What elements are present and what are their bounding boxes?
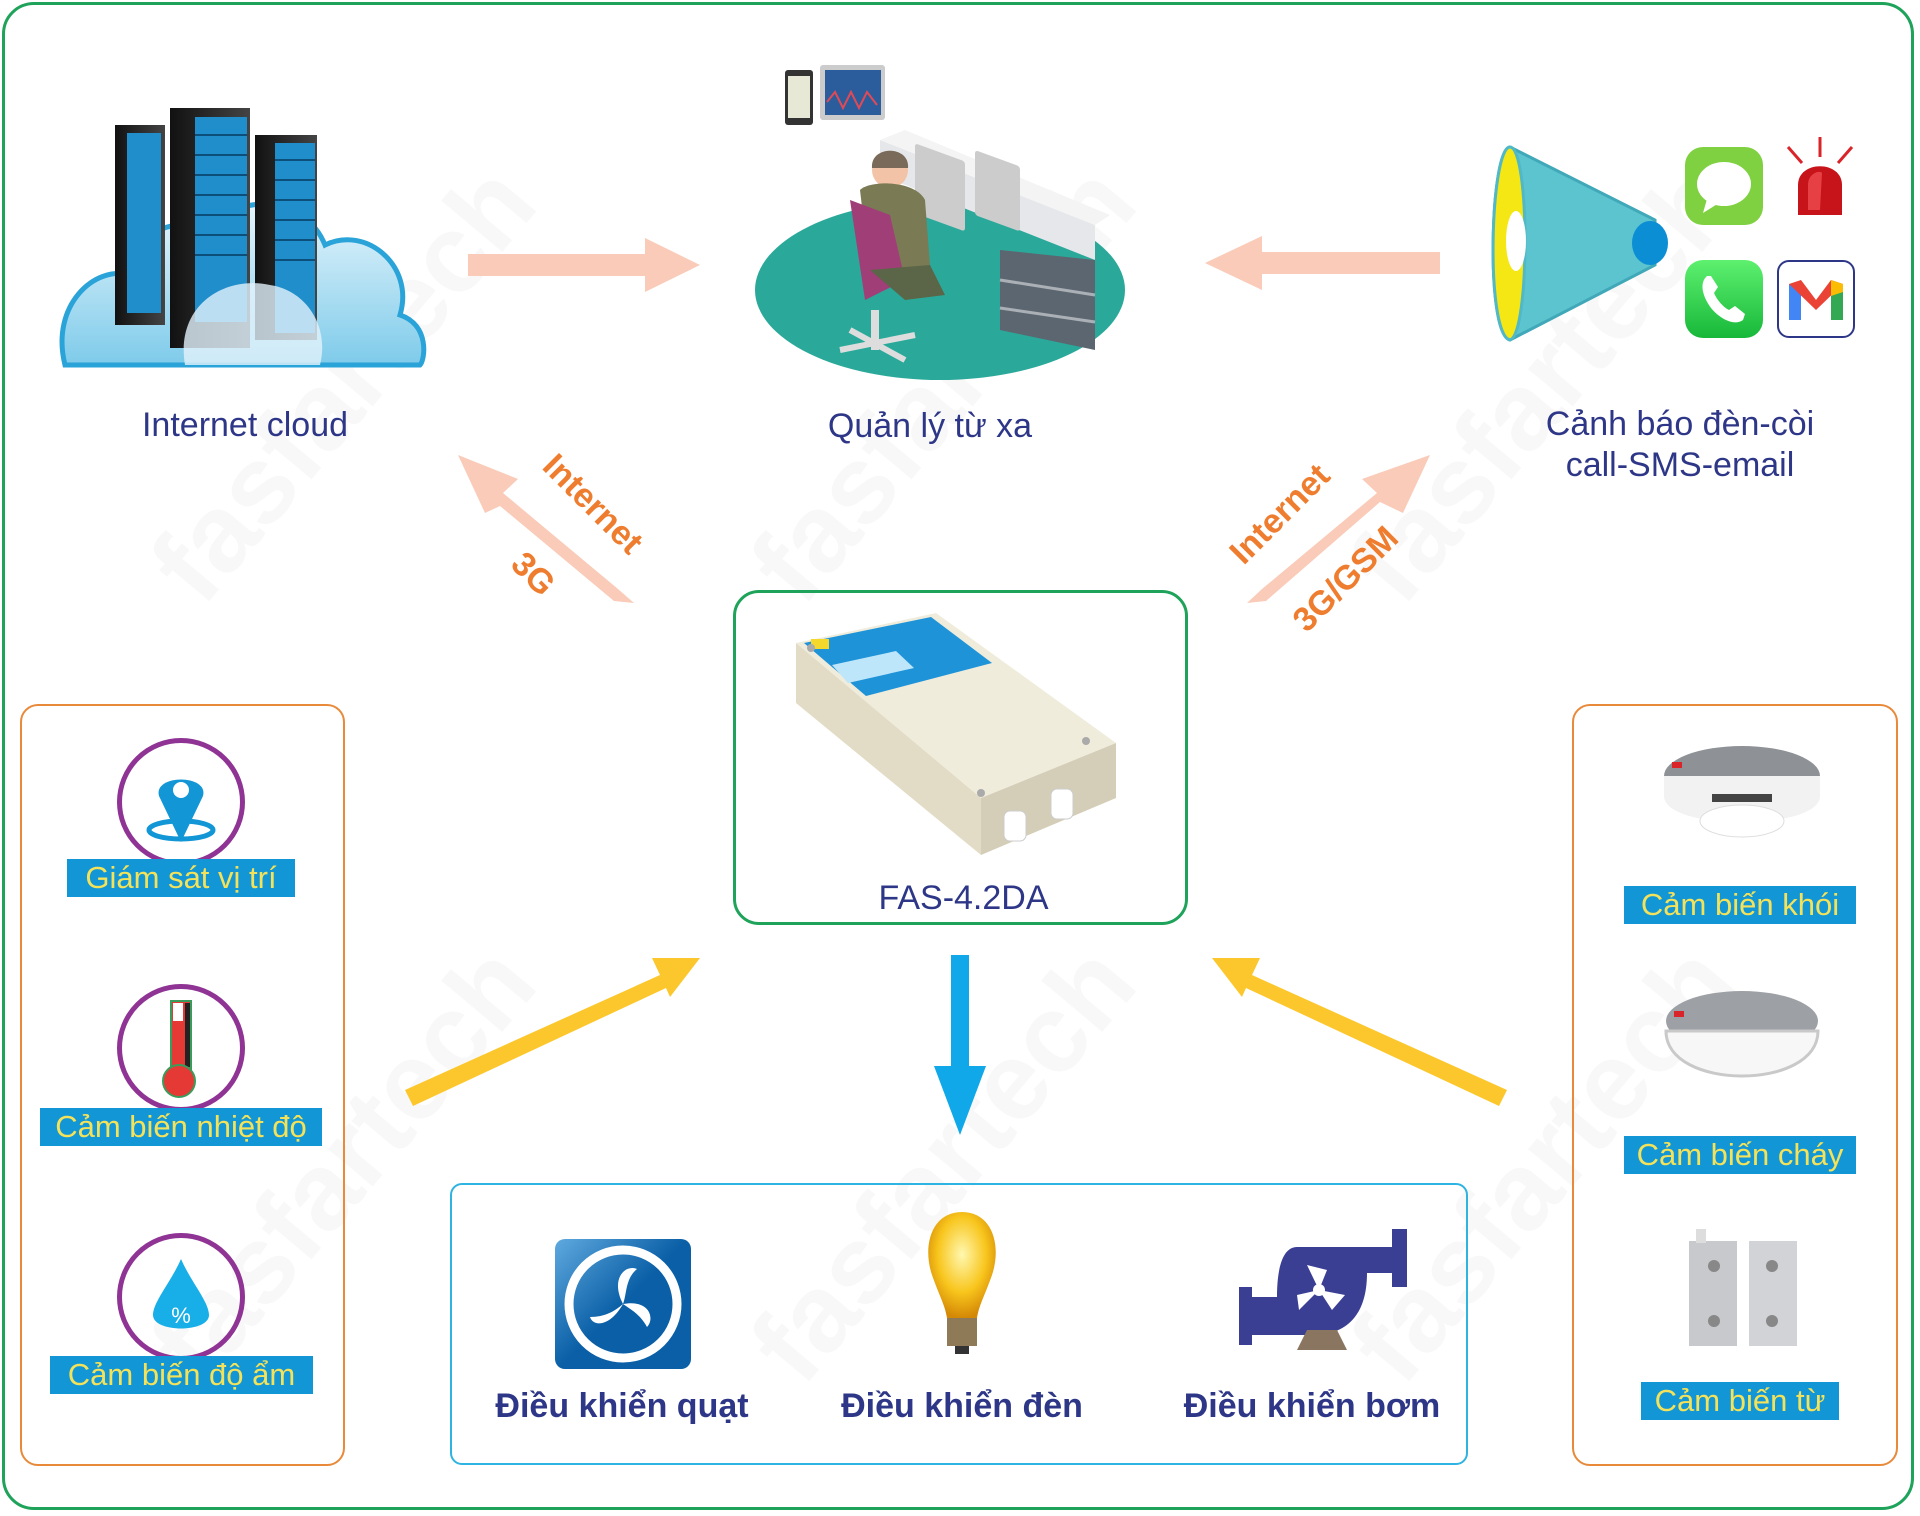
humidity-drop-icon: %	[117, 1233, 245, 1361]
phone-call-icon	[1685, 260, 1763, 338]
fan-icon	[555, 1239, 691, 1369]
siren-light-icon	[1780, 135, 1860, 225]
input-label-magnetic: Cảm biến từ	[1641, 1382, 1839, 1420]
megaphone-icon	[1491, 145, 1668, 342]
input-label-heat: Cảm biến cháy	[1624, 1136, 1856, 1174]
input-label-location: Giám sát vị trí	[67, 859, 295, 897]
output-label-light: Điều khiển đèn	[841, 1387, 1083, 1425]
internet-cloud-label: Internet cloud	[141, 406, 349, 444]
device-label: FAS-4.2DA	[878, 879, 1049, 917]
internet-cloud-node	[55, 105, 435, 370]
input-panel-left: Giám sát vị trí Cảm biến nhiệt độ % Cảm …	[20, 704, 345, 1466]
thermometer-icon	[117, 984, 245, 1112]
arrow-cloud-to-remote	[468, 238, 700, 292]
light-bulb-icon	[917, 1210, 1007, 1360]
output-label-pump: Điều khiển bơm	[1183, 1387, 1441, 1425]
pump-icon	[1237, 1225, 1412, 1355]
input-label-humidity: Cảm biến độ ẩm	[50, 1356, 313, 1394]
output-controls-box: Điều khiển quạt Điều khiển đèn Điều khiể…	[450, 1183, 1468, 1465]
arrow-device-to-alert	[1247, 455, 1430, 603]
heat-detector-icon	[1662, 981, 1822, 1096]
alert-node	[1480, 135, 1880, 350]
remote-management-label: Quản lý từ xa	[827, 407, 1033, 445]
arrow-device-to-cloud	[458, 455, 634, 603]
arrow-inputs-right-to-device	[1212, 958, 1507, 1106]
input-panel-right: Cảm biến khói Cảm biến cháy Cảm biến từ	[1572, 704, 1898, 1466]
alert-label-line1: Cảnh báo đèn-còi	[1545, 405, 1815, 443]
output-label-fan: Điều khiển quạt	[495, 1387, 749, 1425]
cloud-servers-icon	[59, 108, 427, 368]
location-pin-icon	[117, 738, 245, 866]
arrow-device-to-outputs	[934, 955, 986, 1135]
smoke-detector-icon	[1662, 736, 1822, 846]
device-fas-4-2da: FAS-4.2DA	[733, 590, 1188, 925]
gmail-icon	[1777, 260, 1855, 338]
remote-management-node	[755, 50, 1155, 380]
svg-text:%: %	[171, 1303, 191, 1328]
arrow-inputs-left-to-device	[405, 958, 700, 1106]
input-label-temperature: Cảm biến nhiệt độ	[40, 1108, 322, 1146]
magnetic-sensor-icon	[1684, 1226, 1804, 1356]
alert-label-line2: call-SMS-email	[1565, 446, 1795, 484]
arrow-alert-to-remote	[1205, 236, 1440, 290]
sms-message-icon	[1685, 147, 1763, 225]
operator-workstation-icon	[755, 65, 1125, 380]
input-label-smoke: Cảm biến khói	[1624, 886, 1856, 924]
controller-enclosure-icon	[796, 613, 1116, 855]
